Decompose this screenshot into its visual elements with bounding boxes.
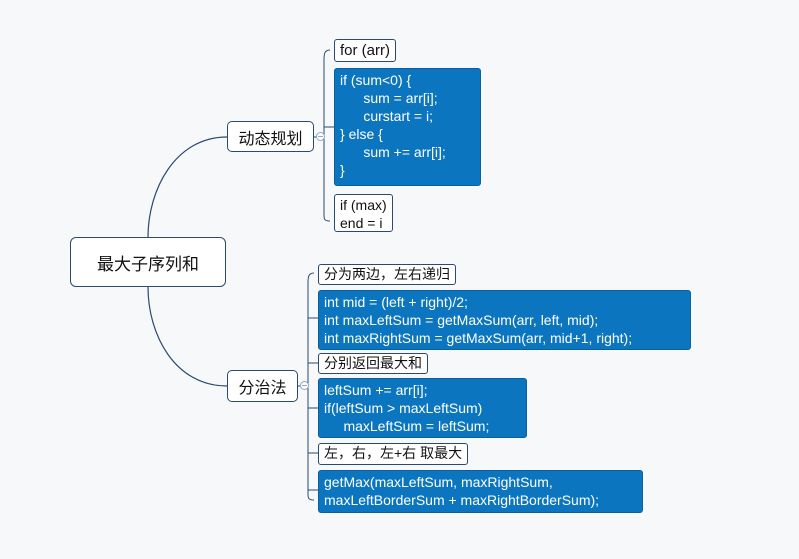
link-root-dc (147, 286, 228, 387)
dc-child-return[interactable]: 分别返回最大和 (318, 353, 428, 374)
bracket-dc (307, 272, 315, 501)
branch-divide-conquer[interactable]: 分治法 (227, 370, 298, 402)
branch-dynamic-programming[interactable]: 动态规划 (227, 121, 314, 152)
dc-child-compare[interactable]: 左，右，左+右 取最大 (318, 443, 469, 465)
dc-child-getmax-code[interactable]: getMax(maxLeftSum, maxRightSum, maxLeftB… (318, 470, 643, 513)
dc-child-recursion-code[interactable]: int mid = (left + right)/2; int maxLeftS… (318, 290, 691, 350)
dc-child-border-code[interactable]: leftSum += arr[i]; if(leftSum > maxLeftS… (318, 378, 527, 438)
dp-child-loop[interactable]: for (arr) (334, 39, 396, 62)
dp-child-code[interactable]: if (sum<0) { sum = arr[i]; curstart = i;… (334, 68, 481, 186)
dc-child-split[interactable]: 分为两边，左右递归 (318, 264, 456, 285)
dp-child-max[interactable]: if (max) end = i (334, 194, 393, 232)
collapse-dc-icon[interactable] (300, 381, 309, 390)
root-topic[interactable]: 最大子序列和 (70, 237, 226, 287)
collapse-dp-icon[interactable] (316, 132, 325, 141)
link-root-dp (147, 136, 228, 238)
